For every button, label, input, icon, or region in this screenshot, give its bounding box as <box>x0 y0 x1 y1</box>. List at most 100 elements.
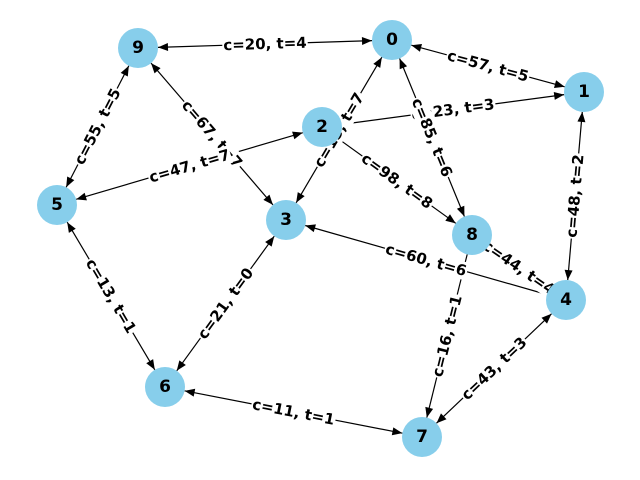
edge-8-7-arrow-icon <box>425 406 434 418</box>
edge-3-0-reverse-arrow-icon <box>296 192 305 203</box>
edge-7-4-reverse-arrow-icon <box>436 413 447 424</box>
node-label: 4 <box>560 290 572 310</box>
edge-4-1-reverse-arrow-icon <box>564 269 573 281</box>
node-9: 9 <box>118 28 158 68</box>
edge-9-3-reverse-arrow-icon <box>151 63 161 74</box>
nodes-layer: 0 1 2 3 4 5 6 7 8 9 <box>37 20 604 457</box>
node-1: 1 <box>564 72 604 112</box>
node-8-circle <box>452 215 492 255</box>
node-6: 6 <box>145 367 185 407</box>
edge-label: c=43, t=3 <box>458 333 531 404</box>
edge-2-8-label-bg <box>357 148 437 214</box>
node-0-circle <box>372 20 412 60</box>
edge-2-8-arrow-icon <box>445 214 456 224</box>
edge-5-2-arrow-icon <box>292 131 303 140</box>
edge-6-3-reverse-arrow-icon <box>176 360 186 371</box>
edge-label: c=48, t=2 <box>562 154 587 239</box>
edge-0-1-reverse-arrow-icon <box>411 43 423 52</box>
node-5-circle <box>37 185 77 225</box>
edge-4-3-arrow-icon <box>305 224 316 233</box>
edge-2-8-label-group: c=98, t=8 <box>357 148 437 214</box>
edge-8-4-label-bg <box>478 235 560 300</box>
edges-layer <box>65 36 586 436</box>
edge-9-3-arrow-icon <box>263 194 273 205</box>
edge-label: c=55, t=5 <box>70 85 124 167</box>
node-label: 2 <box>316 117 328 137</box>
node-3: 3 <box>266 200 306 240</box>
node-4: 4 <box>546 280 586 320</box>
node-2: 2 <box>302 107 342 147</box>
node-3-circle <box>266 200 306 240</box>
edge-label: c=44, t=4 <box>480 236 559 298</box>
edge-9-5-label-bg <box>69 84 126 169</box>
edge-label: c=13, t=1 <box>82 256 140 337</box>
edge-7-4-arrow-icon <box>541 313 552 324</box>
node-2-circle <box>302 107 342 147</box>
edge-0-1-label-group: c=57, t=5 <box>444 46 532 86</box>
node-5: 5 <box>37 185 77 225</box>
edge-9-5-arrow-icon <box>66 176 75 188</box>
node-7-circle <box>402 417 442 457</box>
edge-9-0-arrow-icon <box>361 36 373 45</box>
edge-2-1-arrow-icon <box>553 92 565 100</box>
edge-9-0-label-group: c=20, t=4 <box>222 33 308 55</box>
edge-7-4-label-group: c=43, t=3 <box>456 332 532 405</box>
edge-9-5-reverse-arrow-icon <box>120 65 129 77</box>
edge-6-3-label-group: c=21, t=0 <box>193 263 258 344</box>
edge-8-7-label-group: c=16, t=1 <box>427 292 467 380</box>
node-7: 7 <box>402 417 442 457</box>
node-6-circle <box>145 367 185 407</box>
edge-label: c=98, t=8 <box>358 149 436 212</box>
edge-9-0-label-bg <box>222 33 308 55</box>
edge-9-5-label-group: c=55, t=5 <box>69 84 126 169</box>
edge-label: c=16, t=1 <box>428 293 466 378</box>
edge-5-6-label-group: c=13, t=1 <box>81 254 141 338</box>
node-label: 7 <box>416 427 428 447</box>
node-label: 3 <box>280 210 292 230</box>
edge-0-1-arrow-icon <box>553 80 565 89</box>
node-0: 0 <box>372 20 412 60</box>
node-1-circle <box>564 72 604 112</box>
edge-label: c=47, t=7 <box>147 146 232 187</box>
edge-8-4-label-group: c=44, t=4 <box>478 235 560 300</box>
edge-6-7-label-group: c=11, t=1 <box>249 395 338 429</box>
node-9-circle <box>118 28 158 68</box>
edge-6-7-label-bg <box>249 395 338 429</box>
edge-6-3-label-bg <box>193 263 258 344</box>
node-label: 8 <box>466 225 478 245</box>
node-8: 8 <box>452 215 492 255</box>
edge-4-1-arrow-icon <box>577 111 586 123</box>
edge-3-0-arrow-icon <box>373 57 382 68</box>
edge-label: c=20, t=4 <box>223 34 307 55</box>
edge-label: c=21, t=0 <box>194 264 258 342</box>
edge-0-8-label-bg <box>407 94 457 181</box>
edge-label: c=57, t=5 <box>445 46 530 85</box>
edge-5-6-reverse-arrow-icon <box>67 222 76 233</box>
node-4-circle <box>546 280 586 320</box>
node-label: 5 <box>51 195 63 215</box>
node-label: 1 <box>578 82 590 102</box>
edge-4-3-label-bg <box>382 239 470 281</box>
node-label: 9 <box>132 38 144 58</box>
edge-6-7-reverse-arrow-icon <box>184 388 196 397</box>
edge-5-2-label-group: c=47, t=7 <box>145 145 234 187</box>
edge-9-0-reverse-arrow-icon <box>157 43 169 52</box>
edge-0-8-reverse-arrow-icon <box>399 58 408 70</box>
edge-7-4-label-bg <box>456 332 532 405</box>
edge-5-2-reverse-arrow-icon <box>76 192 87 201</box>
edge-4-1-label-bg <box>562 152 588 240</box>
edge-6-7-arrow-icon <box>391 427 403 436</box>
node-label: 6 <box>159 377 171 397</box>
edge-8-7-label-bg <box>427 292 467 380</box>
edge-6-3-arrow-icon <box>265 236 275 247</box>
edge-labels-layer: c=20, t=4c=57, t=5c=55, t=5c=67, t=7c=15… <box>69 33 588 429</box>
edge-0-8-arrow-icon <box>456 205 465 217</box>
node-label: 0 <box>386 30 398 50</box>
edge-5-6-arrow-icon <box>146 359 155 370</box>
edge-label: c=11, t=1 <box>251 395 336 429</box>
edge-5-6-label-bg <box>81 254 141 338</box>
edge-5-2-label-bg <box>145 145 234 187</box>
edge-0-1-label-bg <box>444 46 532 86</box>
edge-4-1-label-group: c=48, t=2 <box>562 152 588 240</box>
